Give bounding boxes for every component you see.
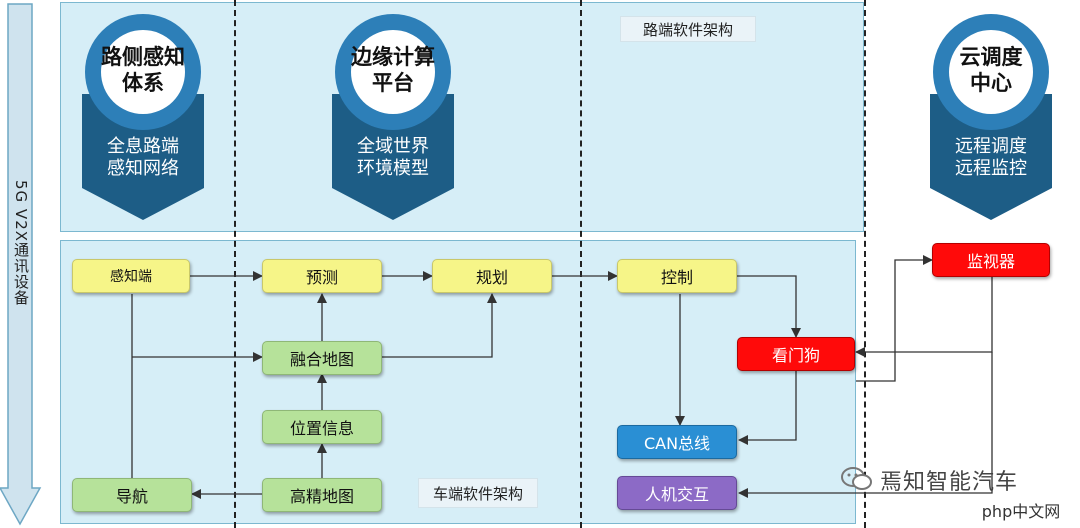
vehicle-architecture-title: 车端软件架构 bbox=[418, 478, 538, 508]
side-arrow-label: 5G V2X通讯设备 bbox=[12, 180, 30, 307]
watermark-brand: 焉知智能汽车 bbox=[880, 470, 1019, 495]
wechat-icon bbox=[841, 467, 872, 490]
dashed-divider bbox=[234, 0, 236, 528]
badge-circle-text: 边缘计算 平台 bbox=[351, 45, 435, 95]
badge-circle-text: 云调度 中心 bbox=[959, 45, 1023, 95]
roadside-architecture-title: 路端软件架构 bbox=[620, 16, 756, 42]
node-control: 控制 bbox=[617, 259, 737, 293]
dashed-divider bbox=[864, 0, 866, 528]
node-watchdog: 看门狗 bbox=[737, 337, 855, 371]
node-can-bus: CAN总线 bbox=[617, 425, 737, 459]
node-fusion-map: 融合地图 bbox=[262, 341, 382, 375]
badge-circle-text: 路侧感知 体系 bbox=[101, 45, 185, 95]
badge-roadside: 路侧感知 体系 全息路端 感知网络 bbox=[68, 10, 218, 224]
node-hmi: 人机交互 bbox=[617, 476, 737, 510]
node-location: 位置信息 bbox=[262, 410, 382, 444]
badge-cloud: 云调度 中心 远程调度 远程监控 bbox=[916, 10, 1066, 224]
badge-shape-edge bbox=[332, 14, 454, 220]
badge-shape-roadside bbox=[82, 14, 204, 220]
watermark-site: php中文网 bbox=[966, 496, 1076, 524]
node-planning: 规划 bbox=[432, 259, 552, 293]
badge-shape-cloud bbox=[930, 14, 1052, 220]
node-monitor: 监视器 bbox=[932, 243, 1050, 277]
dashed-divider bbox=[580, 0, 582, 528]
badge-body-text: 全域世界 环境模型 bbox=[357, 136, 429, 179]
node-perception: 感知端 bbox=[72, 259, 190, 293]
node-hd-map: 高精地图 bbox=[262, 478, 382, 512]
node-prediction: 预测 bbox=[262, 259, 382, 293]
badge-body-text: 远程调度 远程监控 bbox=[955, 136, 1027, 179]
node-navigation: 导航 bbox=[72, 478, 192, 512]
badge-edge: 边缘计算 平台 全域世界 环境模型 bbox=[318, 10, 468, 224]
badge-body-text: 全息路端 感知网络 bbox=[107, 136, 179, 179]
side-arrow-shape bbox=[0, 3, 42, 526]
